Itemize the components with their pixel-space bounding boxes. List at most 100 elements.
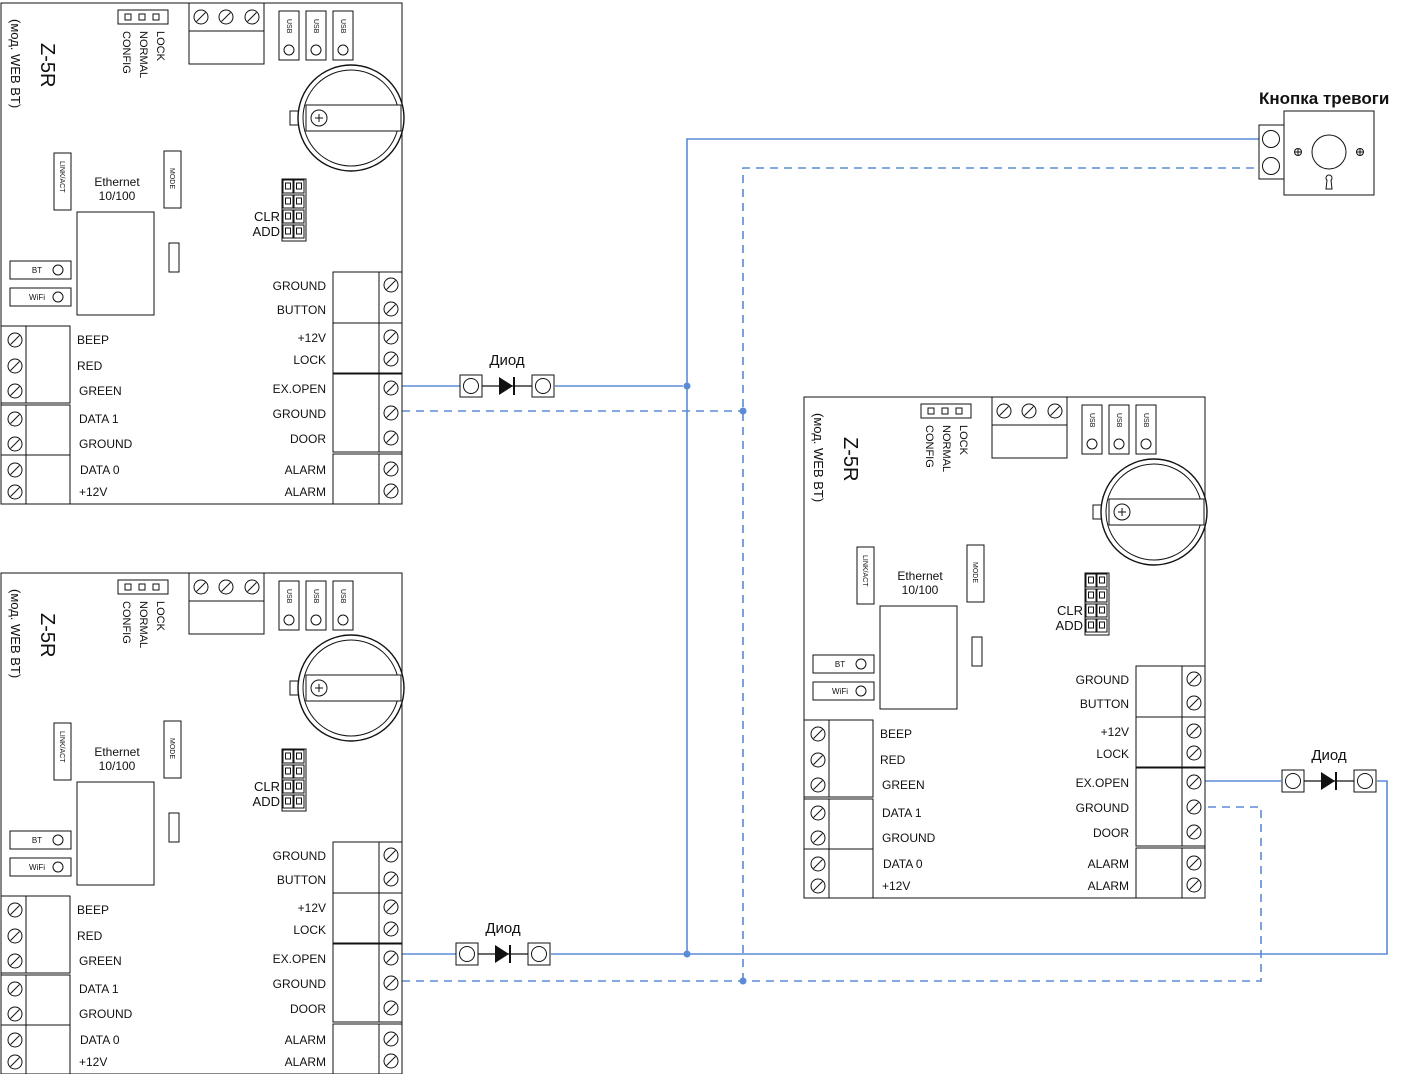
terminal-label-right: ALARM <box>285 1033 326 1047</box>
junction-node <box>683 382 691 390</box>
terminal-label-left: GREEN <box>79 954 122 968</box>
mode-button <box>966 544 985 603</box>
clr-label: CLR <box>1057 603 1083 618</box>
wifi-label: WiFi <box>29 293 45 302</box>
terminal-label-right: EX.OPEN <box>273 382 326 396</box>
clr-add-jumper <box>281 748 307 812</box>
terminal-label-right: ALARM <box>285 485 326 499</box>
terminal-label-left: RED <box>880 753 906 767</box>
terminal-screw-icon <box>383 871 399 887</box>
terminal-screw-icon <box>1186 799 1202 815</box>
wire-bus-vertical <box>686 138 1259 954</box>
terminal-screw-icon <box>1186 774 1202 790</box>
terminal-label-left: BEEP <box>880 727 912 741</box>
linkact-label: LINK/ACT <box>58 161 65 193</box>
mode-button <box>163 150 182 209</box>
terminal-label-right: GROUND <box>1076 673 1130 687</box>
mode-label-config: CONFIG <box>120 31 132 74</box>
terminal-screw-icon <box>7 953 23 969</box>
mounting-screw-icon <box>1356 148 1364 156</box>
terminal-screw-icon <box>1186 671 1202 687</box>
terminal-label-right: DOOR <box>290 1002 326 1016</box>
linkact-label: LINK/ACT <box>58 731 65 763</box>
junction-node <box>683 950 691 958</box>
diode-icon <box>499 377 513 395</box>
terminal-label-right: EX.OPEN <box>1076 776 1129 790</box>
usb-label: USB <box>1142 413 1149 428</box>
mode-button <box>163 720 182 779</box>
terminal-screw-icon <box>7 902 23 918</box>
terminal-screw-icon <box>383 847 399 863</box>
terminal-label-left: BEEP <box>77 903 109 917</box>
terminal-label-right: +12V <box>298 901 326 915</box>
mode-button-label: MODE <box>971 562 978 583</box>
terminal-label-right: +12V <box>1101 725 1129 739</box>
terminal-label-right: LOCK <box>1096 747 1129 761</box>
terminal-screw-icon <box>383 899 399 915</box>
terminal-screw-icon <box>383 277 399 293</box>
terminal-screw-icon <box>383 1031 399 1047</box>
clr-add-jumper <box>1084 572 1110 636</box>
terminal-screw-icon <box>7 462 23 478</box>
controller-model: Z-5R <box>36 43 58 87</box>
terminal-label-left: DATA 0 <box>883 857 923 871</box>
terminal-label-left: RED <box>77 359 103 373</box>
terminal-screw-icon <box>810 752 826 768</box>
usb-label: USB <box>312 589 319 604</box>
terminal-screw-icon <box>1186 695 1202 711</box>
wire-ground-bottom <box>402 806 1262 982</box>
terminal-label-right: GROUND <box>273 407 327 421</box>
terminal-screw-icon <box>7 1032 23 1048</box>
usb-label: USB <box>285 19 292 34</box>
terminal-label-right: GROUND <box>273 279 327 293</box>
ethernet-port <box>879 605 958 710</box>
terminal-label-right: DOOR <box>290 432 326 446</box>
linkact-label: LINK/ACT <box>861 555 868 587</box>
alarm-button: Кнопка тревоги <box>1258 89 1389 196</box>
linkact-led <box>856 546 875 605</box>
terminal-screw-icon <box>7 358 23 374</box>
terminal-label-right: +12V <box>298 331 326 345</box>
diode-label: Диод <box>1311 747 1347 764</box>
terminal-label-right: BUTTON <box>1080 697 1129 711</box>
diode-label: Диод <box>489 352 525 369</box>
mode-label-config: CONFIG <box>120 601 132 644</box>
terminal-screw-icon <box>810 856 826 872</box>
diode-icon <box>495 945 509 963</box>
terminal-screw-icon <box>1186 877 1202 893</box>
ethernet-label: Ethernet <box>897 569 943 583</box>
ethernet-port <box>76 781 155 886</box>
terminal-screw-icon <box>383 301 399 317</box>
terminal-screw-icon <box>193 579 209 595</box>
wifi-label: WiFi <box>832 687 848 696</box>
terminal-screw-icon <box>383 430 399 446</box>
wire-ground-vertical <box>742 167 1259 981</box>
ethernet-speed: 10/100 <box>99 759 136 773</box>
terminal-label-right: LOCK <box>293 353 326 367</box>
terminal-label-left: GROUND <box>79 437 133 451</box>
terminal-screw-icon <box>996 403 1012 419</box>
mode-label-lock: LOCK <box>154 601 166 632</box>
terminal-label-left: +12V <box>79 485 107 499</box>
terminal-screw-icon <box>7 411 23 427</box>
diode: Диод <box>455 920 551 966</box>
terminal-screw-icon <box>7 332 23 348</box>
terminal-screw-icon <box>1186 745 1202 761</box>
usb-label: USB <box>1088 413 1095 428</box>
usb-label: USB <box>312 19 319 34</box>
terminal-label-left: DATA 1 <box>79 412 119 426</box>
terminal-label-right: GROUND <box>1076 801 1130 815</box>
mode-label-normal: NORMAL <box>137 601 149 648</box>
terminal-screw-icon <box>7 928 23 944</box>
terminal-screw-icon <box>7 436 23 452</box>
terminal-screw-icon <box>1186 855 1202 871</box>
terminal-screw-icon <box>1186 824 1202 840</box>
terminal-screw-icon <box>383 380 399 396</box>
mode-button-label: MODE <box>168 738 175 759</box>
terminal-label-right: ALARM <box>1088 879 1129 893</box>
terminal-label-right: BUTTON <box>277 303 326 317</box>
diode: Диод <box>1281 747 1377 793</box>
